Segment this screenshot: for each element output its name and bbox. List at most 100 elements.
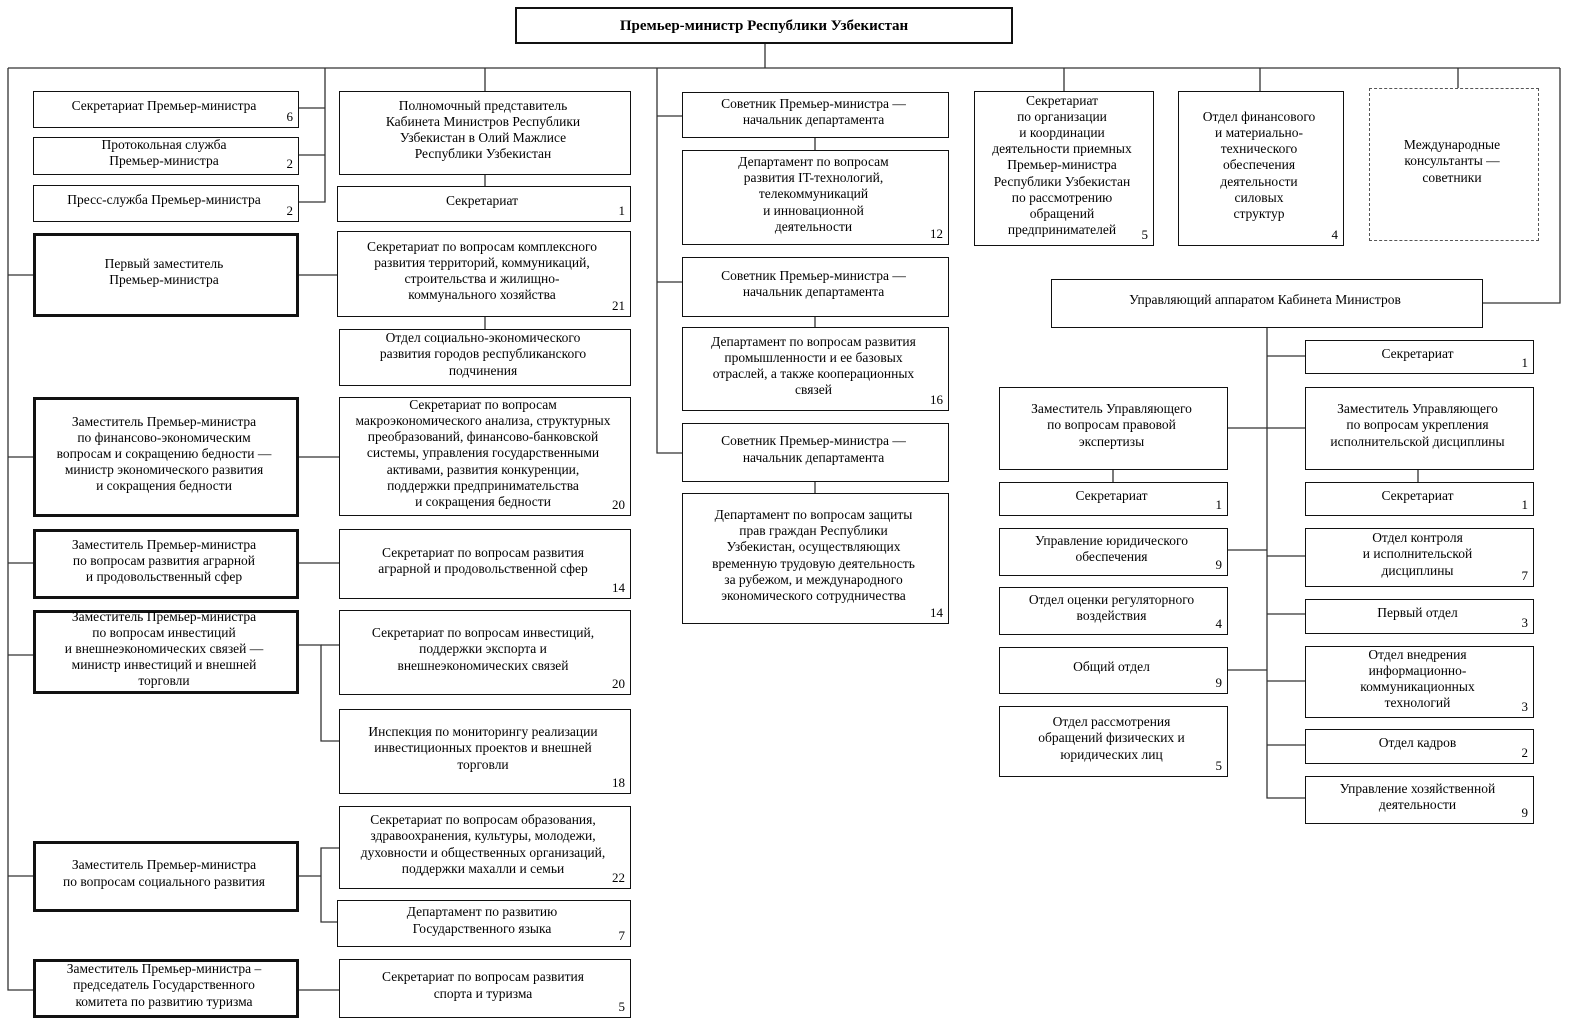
general-department-label: Общий отдел	[1073, 659, 1150, 675]
it-department-label: Департамент по вопросам развития IT-техн…	[738, 154, 889, 234]
cabinet-secretariat-count: 1	[1521, 355, 1529, 371]
control-department-label: Отдел контроля и исполнительской дисципл…	[1362, 530, 1473, 578]
representative-secretariat-box: Секретариат 1	[337, 186, 631, 222]
first-deputy-box: Первый заместитель Премьер-министра	[33, 233, 299, 317]
agrarian-deputy-box: Заместитель Премьер-министра по вопросам…	[33, 529, 299, 599]
social-deputy-box: Заместитель Премьер-министра по вопросам…	[33, 841, 299, 912]
regulatory-department-count: 4	[1215, 616, 1223, 632]
inspection-label: Инспекция по мониторингу реализации инве…	[368, 724, 598, 772]
control-department-box: Отдел контроля и исполнительской дисципл…	[1305, 528, 1534, 587]
protocol-service-label: Протокольная служба Премьер-министра	[101, 136, 227, 168]
international-consultants-box: Международные консультанты — советники	[1369, 88, 1539, 241]
sport-secretariat-label: Секретариат по вопросам развития спорта …	[382, 969, 584, 1001]
entrepreneurs-secretariat-label: Секретариат по организации и координации…	[992, 92, 1132, 238]
economic-management-box: Управление хозяйственной деятельности 9	[1305, 776, 1534, 824]
discipline-deputy-label: Заместитель Управляющего по вопросам укр…	[1330, 401, 1505, 449]
hr-department-count: 2	[1521, 745, 1529, 761]
pm-secretariat-box: Секретариат Премьер-министра 6	[33, 91, 299, 128]
advisor-3-label: Советник Премьер-министра — начальник де…	[721, 433, 906, 465]
legal-support-label: Управление юридического обеспечения	[1035, 532, 1188, 564]
prime-minister-label: Премьер-министр Республики Узбекистан	[619, 17, 909, 34]
social-deputy-label: Заместитель Премьер-министра по вопросам…	[62, 857, 265, 889]
advisor-2-box: Советник Премьер-министра — начальник де…	[682, 257, 949, 317]
legal-secretariat-label: Секретариат	[1075, 487, 1148, 503]
industry-department-label: Департамент по вопросам развития промышл…	[711, 333, 916, 398]
industry-department-box: Департамент по вопросам развития промышл…	[682, 327, 949, 411]
language-department-box: Департамент по развитию Государственного…	[337, 900, 631, 947]
legal-deputy-box: Заместитель Управляющего по вопросам пра…	[999, 387, 1228, 470]
education-secretariat-count: 22	[612, 870, 625, 886]
inspection-count: 18	[612, 775, 625, 791]
first-department-count: 3	[1521, 615, 1529, 631]
education-secretariat-label: Секретариат по вопросам образования, здр…	[360, 812, 606, 876]
ict-department-label: Отдел внедрения информационно- коммуника…	[1360, 646, 1475, 711]
legal-secretariat-count: 1	[1215, 497, 1223, 513]
first-deputy-label: Первый заместитель Премьер-министра	[104, 255, 224, 287]
economic-management-count: 9	[1521, 805, 1529, 821]
protocol-service-count: 2	[286, 156, 294, 172]
cabinet-head-box: Управляющий аппаратом Кабинета Министров	[1051, 279, 1483, 328]
territories-secretariat-box: Секретариат по вопросам комплексного раз…	[337, 231, 631, 317]
language-department-count: 7	[618, 928, 626, 944]
regulatory-department-box: Отдел оценки регуляторного воздействия 4	[999, 587, 1228, 635]
representative-box: Полномочный представитель Кабинета Минис…	[339, 91, 631, 175]
advisor-3-box: Советник Премьер-министра — начальник де…	[682, 423, 949, 482]
connector	[320, 847, 339, 923]
pm-secretariat-count: 6	[286, 109, 294, 125]
finance-deputy-label: Заместитель Премьер-министра по финансов…	[56, 413, 272, 494]
tourism-deputy-label: Заместитель Премьер-министра – председат…	[66, 961, 262, 1009]
international-consultants-label: Международные консультанты — советники	[1403, 137, 1501, 185]
tourism-deputy-box: Заместитель Премьер-министра – председат…	[33, 959, 299, 1018]
macro-secretariat-count: 20	[612, 497, 625, 513]
control-department-count: 7	[1521, 568, 1529, 584]
discipline-secretariat-label: Секретариат	[1381, 487, 1454, 503]
ict-department-count: 3	[1521, 699, 1529, 715]
macro-secretariat-box: Секретариат по вопросам макроэкономическ…	[339, 397, 631, 516]
investment-secretariat-box: Секретариат по вопросам инвестиций, подд…	[339, 610, 631, 695]
connector	[1266, 327, 1305, 799]
economic-management-label: Управление хозяйственной деятельности	[1339, 780, 1496, 812]
ict-department-box: Отдел внедрения информационно- коммуника…	[1305, 646, 1534, 718]
finance-support-department-box: Отдел финансового и материально- техниче…	[1178, 91, 1344, 246]
investment-deputy-label: Заместитель Премьер-министра по вопросам…	[64, 608, 264, 689]
connector	[298, 68, 326, 203]
advisor-1-box: Советник Премьер-министра — начальник де…	[682, 92, 949, 138]
advisor-2-label: Советник Премьер-министра — начальник де…	[721, 267, 906, 299]
it-department-count: 12	[930, 226, 943, 242]
cabinet-secretariat-label: Секретариат	[1381, 345, 1454, 361]
discipline-secretariat-box: Секретариат 1	[1305, 482, 1534, 516]
sport-secretariat-count: 5	[618, 999, 626, 1015]
agrarian-secretariat-box: Секретариат по вопросам развития аграрно…	[339, 529, 631, 599]
sport-secretariat-box: Секретариат по вопросам развития спорта …	[339, 959, 631, 1018]
education-secretariat-box: Секретариат по вопросам образования, здр…	[339, 806, 631, 889]
investment-deputy-box: Заместитель Премьер-министра по вопросам…	[33, 608, 299, 694]
cabinet-secretariat-box: Секретариат 1	[1305, 340, 1534, 374]
general-department-count: 9	[1215, 675, 1223, 691]
entrepreneurs-secretariat-box: Секретариат по организации и координации…	[974, 91, 1154, 246]
territories-secretariat-label: Секретариат по вопросам комплексного раз…	[367, 238, 597, 303]
advisor-1-label: Советник Премьер-министра — начальник де…	[721, 95, 906, 127]
prime-minister-box: Премьер-министр Республики Узбекистан	[515, 7, 1013, 44]
representative-secretariat-count: 1	[618, 203, 626, 219]
regulatory-department-label: Отдел оценки регуляторного воздействия	[1028, 591, 1195, 623]
agrarian-deputy-label: Заместитель Премьер-министра по вопросам…	[71, 536, 257, 585]
legal-secretariat-box: Секретариат 1	[999, 482, 1228, 516]
legal-deputy-label: Заместитель Управляющего по вопросам пра…	[1031, 401, 1192, 449]
finance-support-department-label: Отдел финансового и материально- техниче…	[1202, 108, 1316, 221]
appeals-department-box: Отдел рассмотрения обращений физических …	[999, 706, 1228, 777]
representative-label: Полномочный представитель Кабинета Минис…	[385, 97, 581, 162]
hr-department-label: Отдел кадров	[1378, 735, 1457, 751]
cabinet-head-label: Управляющий аппаратом Кабинета Министров	[1129, 292, 1401, 308]
finance-support-department-count: 4	[1331, 227, 1339, 243]
legal-support-box: Управление юридического обеспечения 9	[999, 528, 1228, 576]
investment-secretariat-label: Секретариат по вопросам инвестиций, подд…	[371, 625, 595, 673]
pm-secretariat-label: Секретариат Премьер-министра	[71, 98, 257, 114]
connector	[656, 68, 682, 454]
finance-deputy-box: Заместитель Премьер-министра по финансов…	[33, 397, 299, 517]
macro-secretariat-label: Секретариат по вопросам макроэкономическ…	[355, 396, 611, 509]
discipline-secretariat-count: 1	[1521, 497, 1529, 513]
rights-department-label: Департамент по вопросам защиты прав граж…	[712, 506, 915, 603]
first-department-box: Первый отдел 3	[1305, 599, 1534, 634]
